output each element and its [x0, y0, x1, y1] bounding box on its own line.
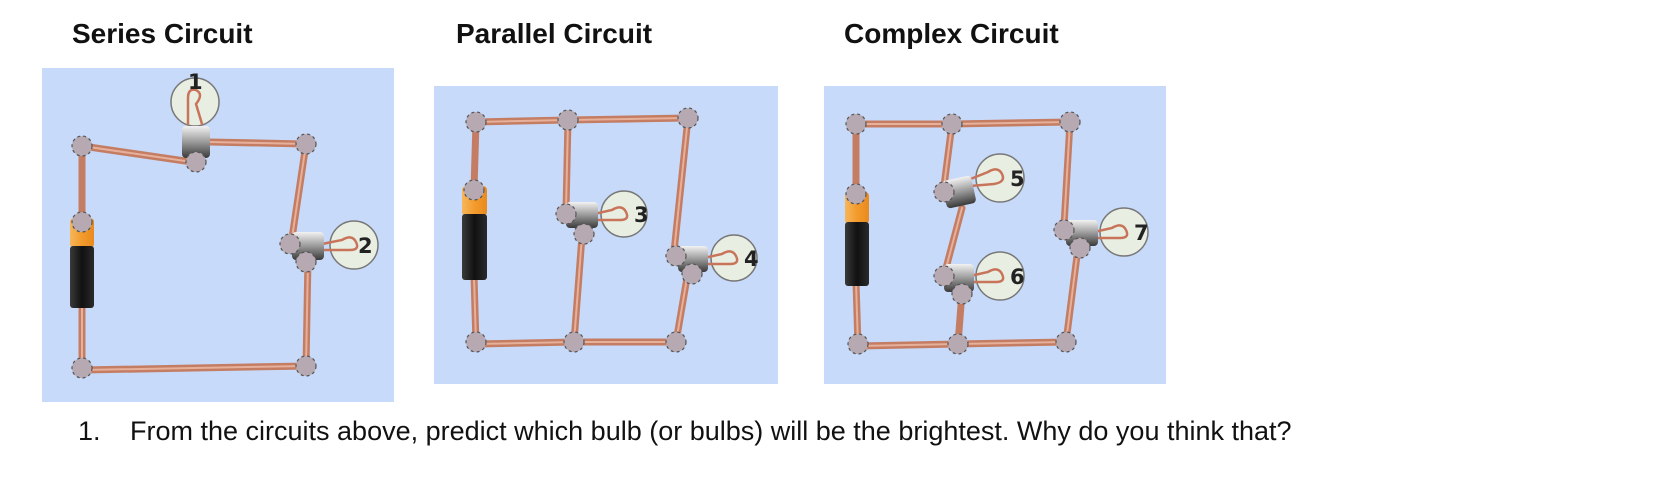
series-circuit: 1 2	[70, 70, 379, 379]
question-text: From the circuits above, predict which b…	[130, 416, 1292, 446]
bulb-label: 4	[744, 247, 759, 271]
junctions	[845, 111, 1081, 355]
parallel-circuit: 3 4	[462, 107, 759, 353]
complex-circuit: 5 6 7	[845, 111, 1149, 355]
battery	[845, 192, 869, 286]
bulb-label: 6	[1010, 265, 1025, 289]
series-wires	[78, 138, 312, 374]
complex-circuit-title: Complex Circuit	[844, 18, 1059, 49]
bulb-label: 2	[358, 234, 373, 258]
parallel-circuit-title: Parallel Circuit	[456, 18, 653, 49]
bulb: 3	[555, 190, 649, 245]
question-1: 1. From the circuits above, predict which…	[78, 416, 1292, 447]
bulb: 2	[279, 220, 379, 273]
question-number: 1.	[78, 416, 101, 446]
bulb-label: 3	[634, 203, 649, 227]
parallel-circuit-panel	[434, 86, 778, 384]
series-circuit-title: Series Circuit	[72, 18, 253, 49]
bulb-label: 7	[1134, 221, 1149, 245]
bulb: 6	[933, 251, 1025, 305]
bulb-label: 5	[1010, 167, 1025, 191]
junctions	[71, 133, 317, 379]
bulb: 7	[1053, 207, 1149, 259]
bulb: 5	[933, 153, 1025, 209]
parallel-wires	[470, 114, 692, 348]
bulb-label: 1	[188, 70, 203, 94]
complex-wires	[852, 118, 1082, 350]
battery	[462, 186, 487, 280]
bulb: 1	[170, 70, 220, 173]
bulb: 4	[665, 234, 759, 285]
junctions	[463, 107, 699, 353]
